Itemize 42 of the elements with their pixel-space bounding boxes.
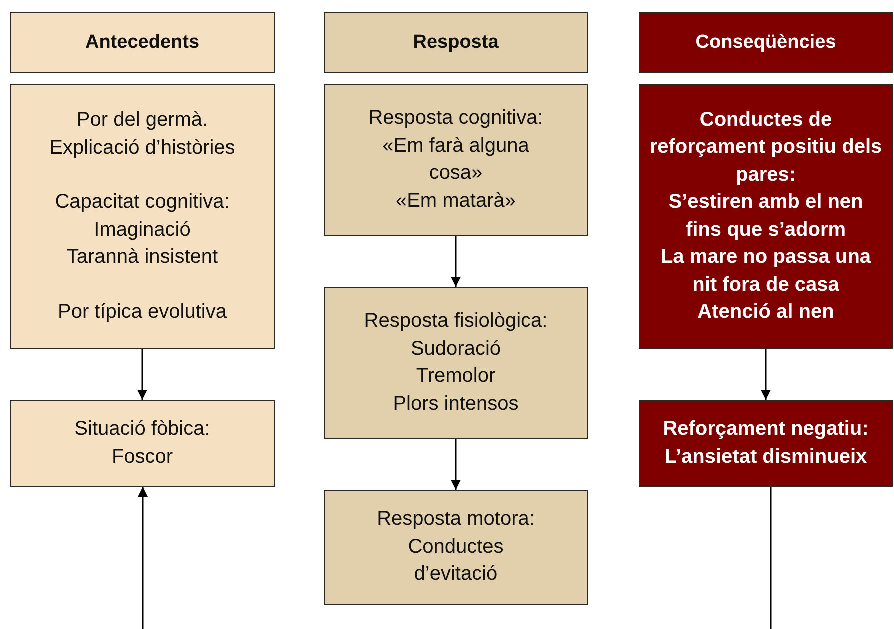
connector-line	[770, 487, 772, 629]
column-title: Conseqüències	[696, 30, 836, 55]
process-box	[639, 84, 893, 349]
box-text: Reforçament negatiu:	[663, 417, 869, 442]
box-text: L’ansietat disminueix	[664, 444, 868, 470]
process-box	[324, 287, 588, 439]
box-text: Por del germà.	[76, 108, 208, 133]
box-text: Foscor	[112, 444, 174, 470]
process-box	[324, 490, 588, 605]
box-text: Tarannà insistent	[66, 245, 218, 270]
box-text: Resposta fisiològica:	[364, 309, 548, 334]
column-header	[639, 12, 893, 73]
column-title: Resposta	[413, 30, 499, 55]
process-box	[10, 400, 275, 487]
box-text: Resposta cognitiva:	[368, 106, 544, 131]
box-text: Plors intensos	[393, 392, 519, 416]
box-text: «Em matarà»	[396, 188, 516, 214]
box-text: Atenció al nen	[698, 300, 834, 325]
arrow	[451, 439, 461, 490]
arrow	[138, 487, 148, 629]
column-header	[324, 12, 588, 73]
box-text: Resposta motora:	[377, 507, 535, 532]
column-title: Antecedents	[85, 30, 200, 55]
box-text: Explicació d’històries	[50, 136, 236, 160]
box-text: Por típica evolutiva	[58, 300, 227, 324]
box-text: Sudoració	[410, 336, 502, 362]
box-text: Conductes d’evitació	[407, 534, 505, 588]
box-text: Imaginació	[94, 218, 191, 242]
process-box	[639, 400, 893, 487]
process-box	[324, 84, 588, 236]
arrow	[138, 349, 148, 400]
box-text: Situació fòbica:	[74, 417, 210, 442]
box-text: La mare no passa una nit fora de casa	[660, 245, 872, 298]
arrow	[451, 236, 461, 287]
box-text: «Em farà alguna cosa»	[382, 134, 530, 186]
arrow	[761, 349, 771, 400]
box-text: Capacitat cognitiva:	[55, 190, 230, 215]
box-text: Conductes de reforçament positiu dels pares:	[648, 108, 884, 188]
column-header	[10, 12, 275, 73]
box-text: Tremolor	[416, 364, 496, 389]
process-box	[10, 84, 275, 349]
box-text: S’estiren amb el nen fins que s’adorm	[668, 190, 864, 242]
